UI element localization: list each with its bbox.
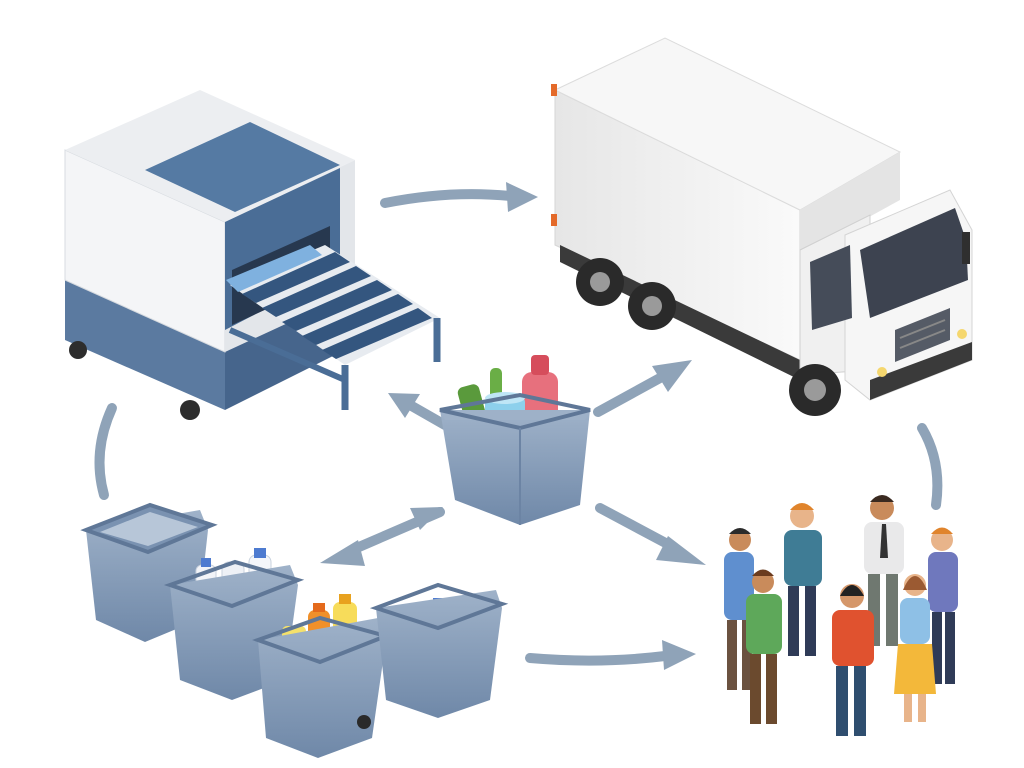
flow-arrows [94, 182, 943, 670]
person-icon [832, 584, 874, 736]
arc-right [917, 423, 943, 510]
person-icon [864, 495, 904, 646]
group-of-people-icon [724, 495, 958, 736]
arrow-bin-to-truck [593, 360, 692, 417]
conveyor-belt [226, 245, 441, 410]
conveyor-sorting-machine-icon [64, 90, 441, 420]
arrow-machine-to-truck [380, 182, 538, 212]
recycling-bin-with-bottles-icon [439, 355, 591, 525]
wheel-icon [69, 341, 87, 359]
bin-single-bottle [369, 582, 509, 718]
arrow-bin-to-people [595, 503, 706, 565]
truck-wheels [576, 258, 841, 416]
person-icon [784, 503, 822, 656]
arc-left [94, 403, 117, 500]
wheel-icon [180, 400, 200, 420]
person-icon [894, 574, 936, 722]
box-truck-icon [551, 37, 973, 416]
arrow-bin-to-machine [388, 393, 450, 430]
arrow-sorted-bins-to-people [525, 640, 696, 670]
arrow-bin-to-sorted-bins [320, 507, 445, 566]
sorted-recycling-bins-icon [80, 502, 509, 758]
person-icon [928, 527, 958, 684]
person-icon [746, 569, 782, 724]
